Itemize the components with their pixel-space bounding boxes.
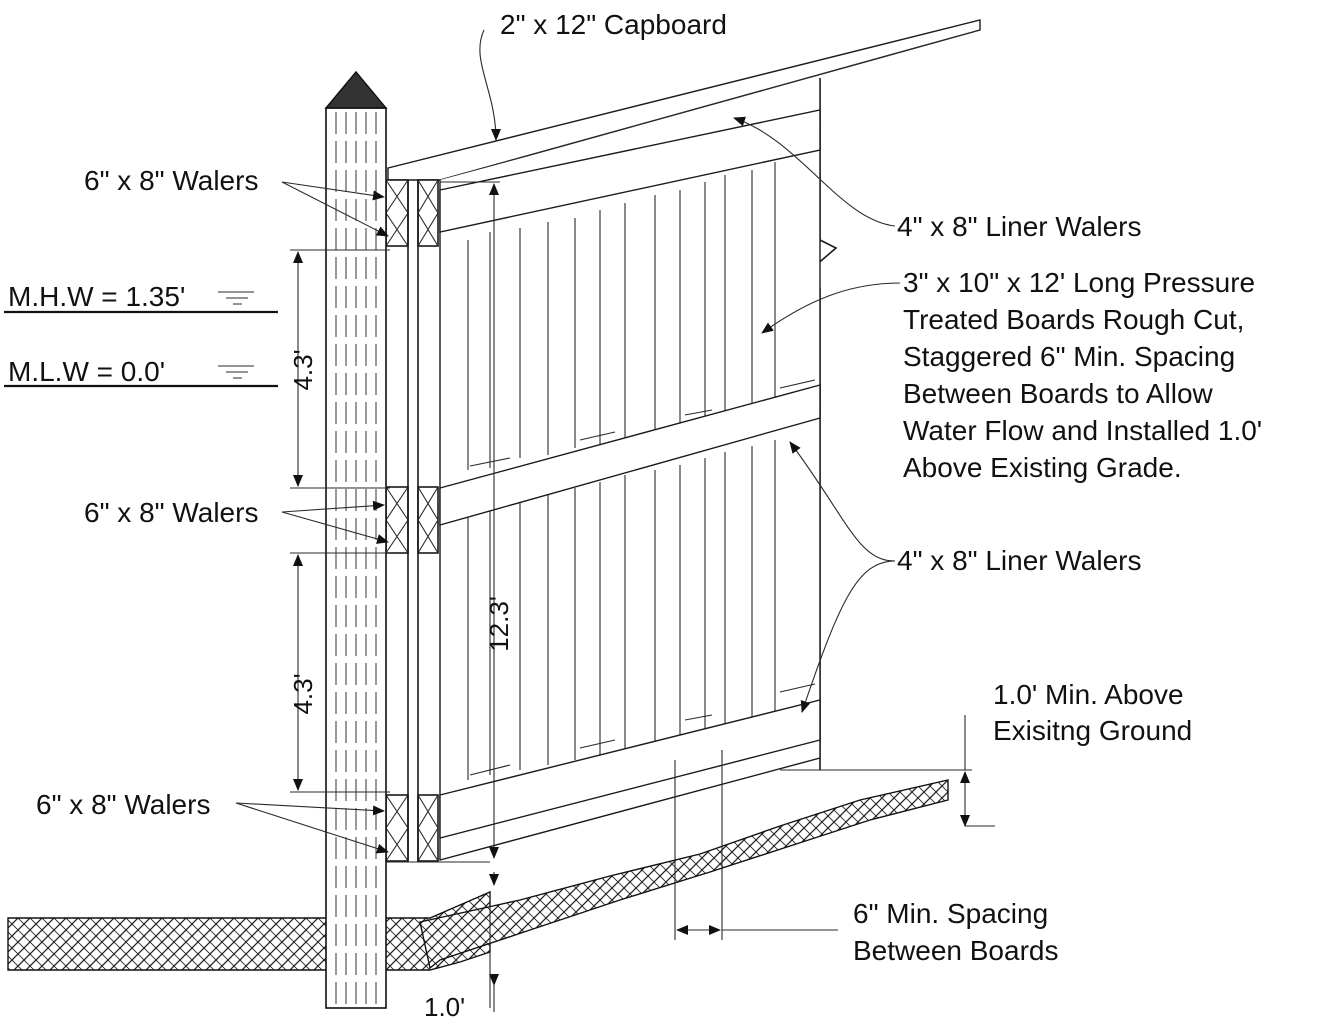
- waler-top: [385, 179, 439, 247]
- boards-note-line: Staggered 6" Min. Spacing: [903, 341, 1235, 372]
- walers-mid-label: 6" x 8" Walers: [84, 497, 258, 528]
- boards-note-line: Between Boards to Allow: [903, 378, 1214, 409]
- mhw-label: M.H.W = 1.35': [8, 281, 185, 312]
- dim-overall: [440, 181, 500, 1012]
- liner-waler-top: [439, 109, 821, 233]
- above-ground-line: 1.0' Min. Above: [993, 679, 1184, 710]
- dim-spacing: [674, 750, 838, 940]
- liner-waler-bot: [439, 699, 821, 839]
- boards-note-line: Treated Boards Rough Cut,: [903, 304, 1244, 335]
- waler-mid: [385, 486, 439, 554]
- dim-overall-label: 12.3': [484, 596, 514, 652]
- spacing-line: Between Boards: [853, 935, 1058, 966]
- vertical-sheet: [386, 180, 490, 863]
- spacing-line: 6" Min. Spacing: [853, 898, 1048, 929]
- mlw-label: M.L.W = 0.0': [8, 356, 165, 387]
- timber-pile: [324, 70, 388, 1009]
- dim-embed-label: 1.0': [424, 992, 465, 1022]
- dim-above-ground: [780, 715, 995, 827]
- dim-lower-label: 4.3': [288, 673, 318, 714]
- spacing-note: 6" Min. Spacing Between Boards: [853, 898, 1058, 966]
- leaders: [235, 29, 901, 854]
- boards-note-line: Above Existing Grade.: [903, 452, 1182, 483]
- ground-left: [7, 890, 491, 971]
- walers-top-label: 6" x 8" Walers: [84, 165, 258, 196]
- boards-note: 3" x 10" x 12' Long Pressure Treated Boa…: [903, 267, 1262, 483]
- dim-upper: [290, 249, 390, 489]
- liner-walers-top-label: 4" x 8" Liner Walers: [897, 211, 1141, 242]
- boards-note-line: 3" x 10" x 12' Long Pressure: [903, 267, 1255, 298]
- above-ground-note: 1.0' Min. Above Exisitng Ground: [993, 679, 1192, 746]
- waler-bot: [385, 794, 439, 862]
- walers-bot-label: 6" x 8" Walers: [36, 789, 210, 820]
- liner-waler-mid: [439, 384, 821, 526]
- mlw-line: [4, 365, 278, 388]
- mhw-line: [4, 291, 278, 314]
- above-ground-line: Exisitng Ground: [993, 715, 1192, 746]
- boards-note-line: Water Flow and Installed 1.0': [903, 415, 1262, 446]
- liner-walers-bot-label: 4" x 8" Liner Walers: [897, 545, 1141, 576]
- capboard-label: 2" x 12" Capboard: [500, 9, 727, 40]
- dim-lower: [290, 552, 390, 793]
- ground-right: [419, 779, 949, 970]
- dim-upper-label: 4.3': [288, 349, 318, 390]
